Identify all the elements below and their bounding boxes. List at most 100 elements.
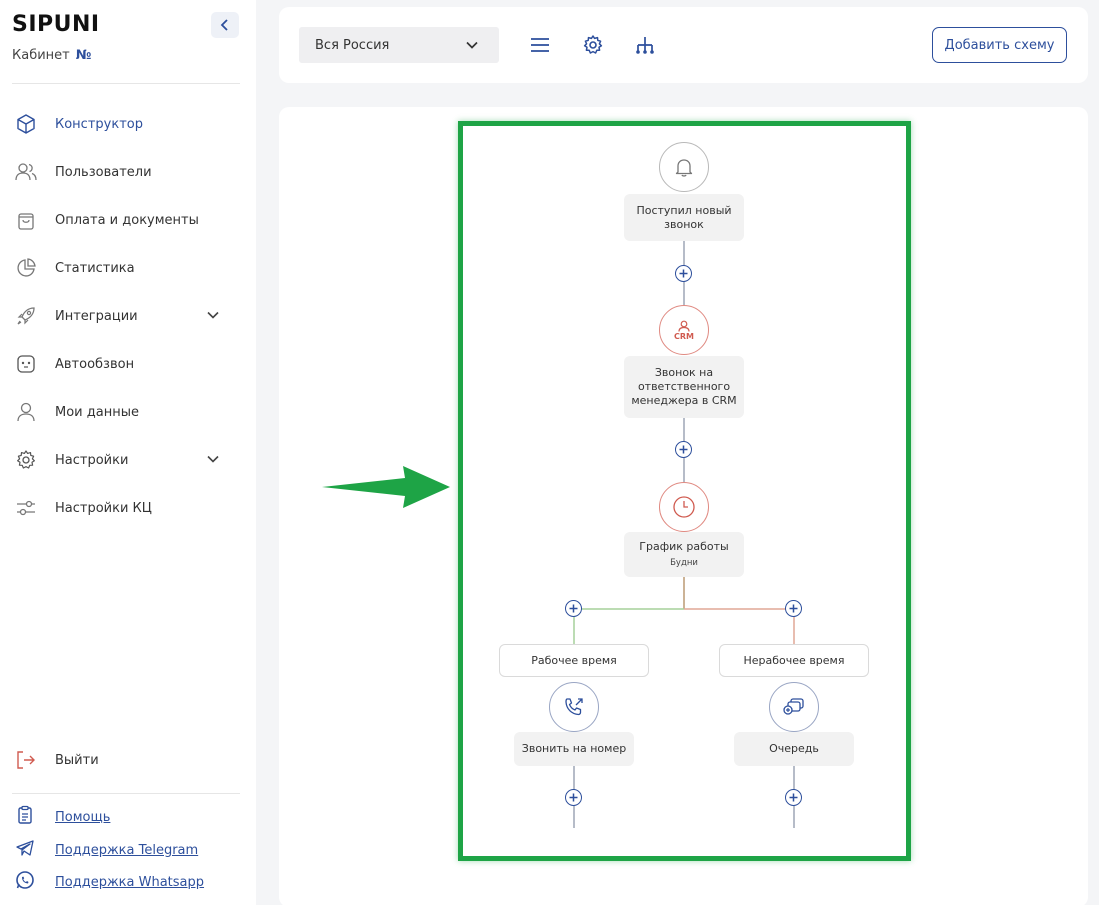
- call-number-node[interactable]: [549, 682, 599, 732]
- rocket-icon: [14, 304, 38, 328]
- green-arrow-annotation: [322, 466, 450, 508]
- sidebar-item-integrations[interactable]: Интеграции: [14, 302, 234, 330]
- logout-icon: [14, 748, 38, 772]
- crm-badge: CRM: [674, 331, 694, 341]
- node-label: звонок: [664, 217, 704, 231]
- users-icon: [14, 160, 38, 184]
- sidebar: SIPUNI Кабинет № Конструктор Пользователи…: [0, 0, 256, 905]
- region-select-value: Вся Россия: [315, 37, 390, 53]
- toolbar-panel: Вся Россия Добавить схему: [279, 7, 1088, 83]
- whatsapp-support-link[interactable]: Поддержка Whatsapp: [14, 869, 204, 895]
- node-label: Звонить на номер: [521, 742, 627, 755]
- add-offwork-branch-button[interactable]: [785, 600, 802, 617]
- plus-icon: [569, 793, 578, 802]
- sidebar-item-label: Автообзвон: [55, 356, 135, 372]
- chevron-down-icon: [466, 41, 478, 49]
- queue-icon: [783, 698, 804, 715]
- sidebar-divider: [12, 793, 240, 794]
- queue-card[interactable]: Очередь: [734, 732, 854, 766]
- hierarchy-icon: [636, 37, 654, 54]
- plus-icon: [789, 793, 798, 802]
- scheme-tree-button[interactable]: [633, 33, 657, 57]
- cube-icon: [14, 112, 38, 136]
- node-label: Звонок на: [654, 366, 714, 379]
- call-number-card[interactable]: Звонить на номер: [514, 732, 634, 766]
- sidebar-item-payments[interactable]: Оплата и документы: [14, 206, 234, 234]
- bell-icon: [675, 159, 693, 177]
- sidebar-item-label: Конструктор: [55, 116, 143, 132]
- queue-node[interactable]: [769, 682, 819, 732]
- sidebar-item-my-data[interactable]: Мои данные: [14, 398, 234, 426]
- node-label: Поступил новый: [636, 203, 732, 217]
- help-link-label: Помощь: [55, 809, 111, 825]
- cabinet-label: Кабинет: [12, 48, 70, 63]
- clock-icon: [673, 496, 695, 518]
- plus-icon: [569, 604, 578, 613]
- sidebar-divider: [12, 83, 240, 84]
- add-step-button[interactable]: [675, 265, 692, 282]
- sidebar-item-label: Настройки: [55, 452, 129, 468]
- sidebar-item-autodial[interactable]: Автообзвон: [14, 350, 234, 378]
- whatsapp-link-label: Поддержка Whatsapp: [55, 874, 205, 890]
- add-work-branch-button[interactable]: [565, 600, 582, 617]
- non-work-time-label[interactable]: Нерабочее время: [719, 644, 869, 677]
- logout-button[interactable]: Выйти: [14, 746, 234, 774]
- sidebar-item-users[interactable]: Пользователи: [14, 158, 234, 186]
- brand-logo: SIPUNI: [12, 12, 100, 37]
- chevron-down-icon[interactable]: [206, 452, 220, 466]
- sidebar-item-cc-settings[interactable]: Настройки КЦ: [14, 494, 234, 522]
- robot-icon: [14, 352, 38, 376]
- settings-button[interactable]: [581, 33, 605, 57]
- chevron-left-icon: [220, 19, 228, 31]
- sidebar-item-constructor[interactable]: Конструктор: [14, 110, 234, 138]
- work-time-label[interactable]: Рабочее время: [499, 644, 649, 677]
- node-label: менеджера в CRM: [631, 394, 737, 407]
- incoming-call-node[interactable]: [659, 142, 709, 192]
- user-icon: [678, 320, 690, 332]
- incoming-call-card[interactable]: Поступил новый звонок: [624, 194, 744, 241]
- sidebar-item-label: Мои данные: [55, 404, 139, 420]
- gear-icon: [14, 448, 38, 472]
- region-select[interactable]: Вся Россия: [299, 27, 499, 63]
- node-label: График работы: [639, 539, 729, 553]
- list-view-button[interactable]: [528, 33, 552, 57]
- plus-icon: [679, 269, 688, 278]
- add-step-button[interactable]: [785, 789, 802, 806]
- telegram-link-label: Поддержка Telegram: [55, 842, 199, 858]
- collapse-sidebar-button[interactable]: [211, 12, 239, 38]
- whatsapp-icon: [14, 869, 36, 895]
- chevron-down-icon[interactable]: [206, 308, 220, 322]
- crm-call-card[interactable]: Звонок на ответственного менеджера в CRM: [624, 356, 744, 418]
- sidebar-item-label: Статистика: [55, 260, 135, 276]
- telegram-icon: [14, 837, 36, 863]
- schedule-card[interactable]: График работы Будни: [624, 532, 744, 577]
- menu-icon: [531, 38, 549, 52]
- sidebar-item-label: Оплата и документы: [55, 212, 199, 228]
- gear-icon: [583, 35, 603, 54]
- cabinet-info: Кабинет №: [12, 48, 91, 63]
- add-scheme-button[interactable]: Добавить схему: [932, 27, 1067, 63]
- sidebar-item-label: Пользователи: [55, 164, 152, 180]
- sidebar-item-label: Интеграции: [55, 308, 138, 324]
- logout-label: Выйти: [55, 752, 99, 768]
- phone-outgoing-icon: [565, 698, 583, 716]
- node-label: Очередь: [769, 742, 819, 755]
- node-sublabel: Будни: [670, 557, 698, 568]
- crm-node[interactable]: CRM: [659, 305, 709, 355]
- user-icon: [14, 400, 38, 424]
- plus-icon: [789, 604, 798, 613]
- pie-chart-icon: [14, 256, 38, 280]
- cabinet-number: №: [75, 48, 92, 63]
- add-step-button[interactable]: [675, 441, 692, 458]
- telegram-support-link[interactable]: Поддержка Telegram: [14, 837, 198, 863]
- schedule-node[interactable]: [659, 482, 709, 532]
- sidebar-item-settings[interactable]: Настройки: [14, 446, 234, 474]
- highlight-frame-annotation: [458, 121, 911, 861]
- shopping-bag-icon: [14, 208, 38, 232]
- help-link[interactable]: Помощь: [14, 805, 110, 828]
- add-step-button[interactable]: [565, 789, 582, 806]
- plus-icon: [679, 445, 688, 454]
- sliders-icon: [14, 496, 38, 520]
- sidebar-item-statistics[interactable]: Статистика: [14, 254, 234, 282]
